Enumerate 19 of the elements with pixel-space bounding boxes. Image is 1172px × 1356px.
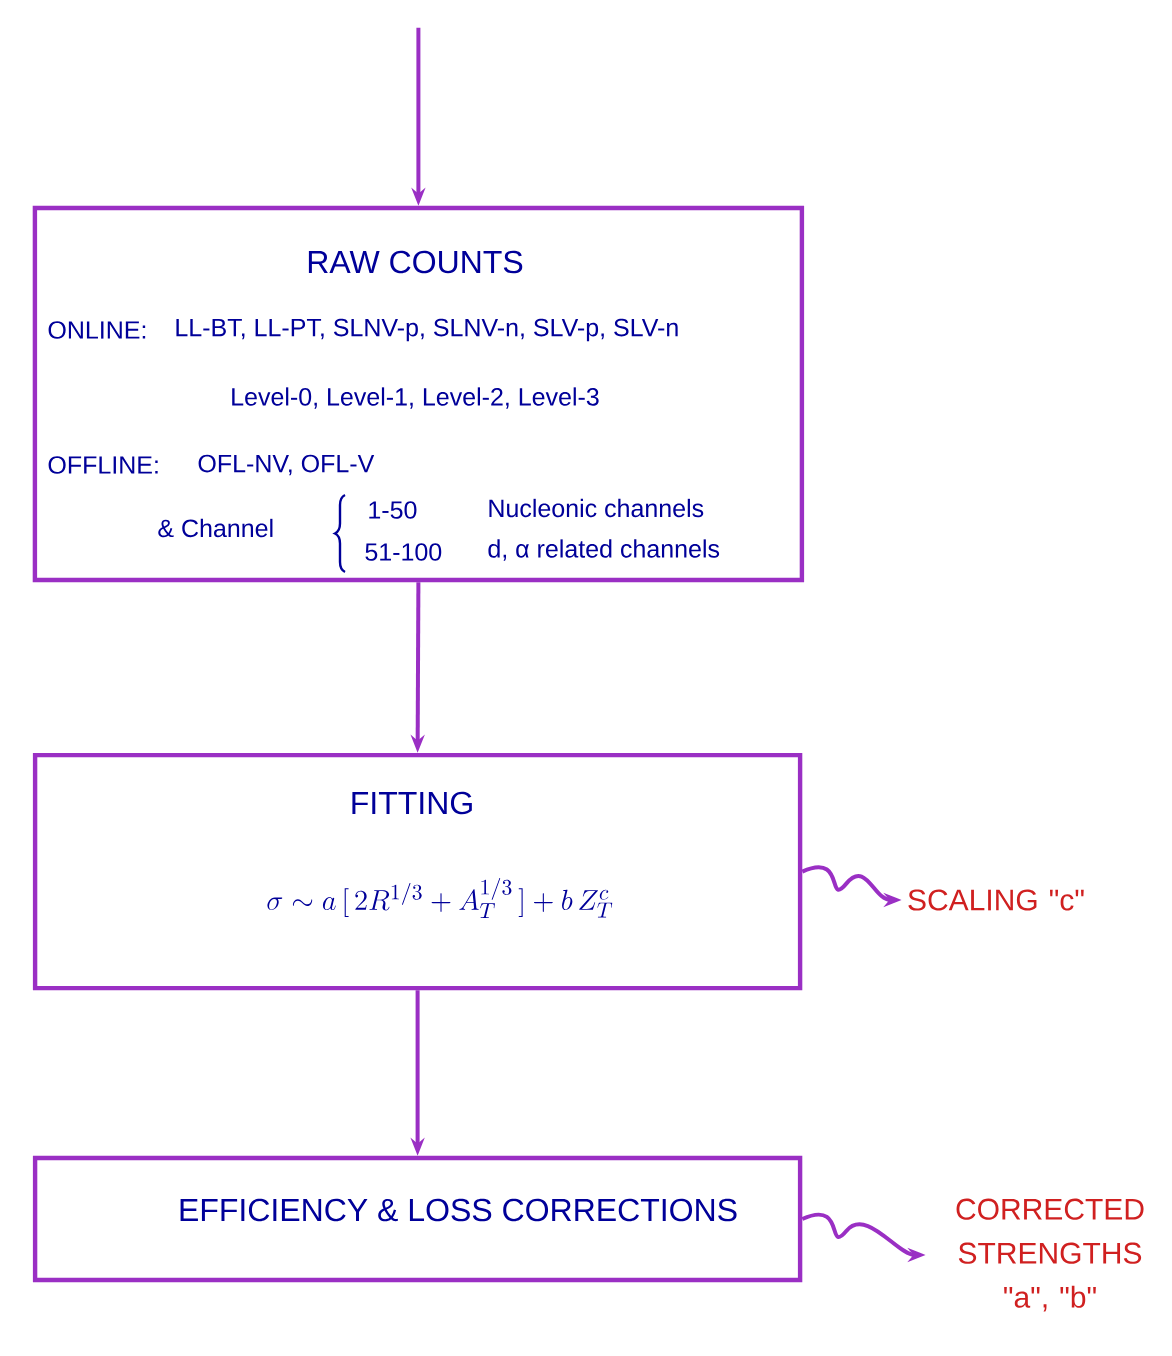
box-text: & Channel [158,518,273,538]
box-text: Nucleonic channels [489,498,704,518]
process-box [32,205,805,583]
box-text: d, α related channels [488,539,720,561]
box-text: Level-0, Level-1, Level-2, Level-3 [232,387,599,409]
box-text: 1-50 [369,501,417,519]
box-text: OFL-NV, OFL-V [198,454,375,476]
box-text: OFFLINE: [48,456,158,474]
process-box [32,752,803,991]
box-text: ONLINE: [48,321,146,339]
box-title: FITTING [352,791,472,815]
formula: $\sigma \sim a\,[\,2R^{1/3}+A_T^{1/3}\,] + b\,Z_T^{c}$ [267,878,613,919]
box-title: EFFICIENCY & LOSS CORRECTIONS [180,1198,737,1222]
process-box [32,1155,803,1283]
box-title: RAW COUNTS [308,250,523,274]
box-text: 51-100 [365,543,442,561]
result-note: CORRECTED STRENGTHS "a", "b" [956,1198,1144,1312]
result-note: SCALING "c" [908,889,1084,911]
box-text: LL-BT, LL-PT, SLNV-p, SLNV-n, SLV-p, SLV-n [176,318,678,342]
